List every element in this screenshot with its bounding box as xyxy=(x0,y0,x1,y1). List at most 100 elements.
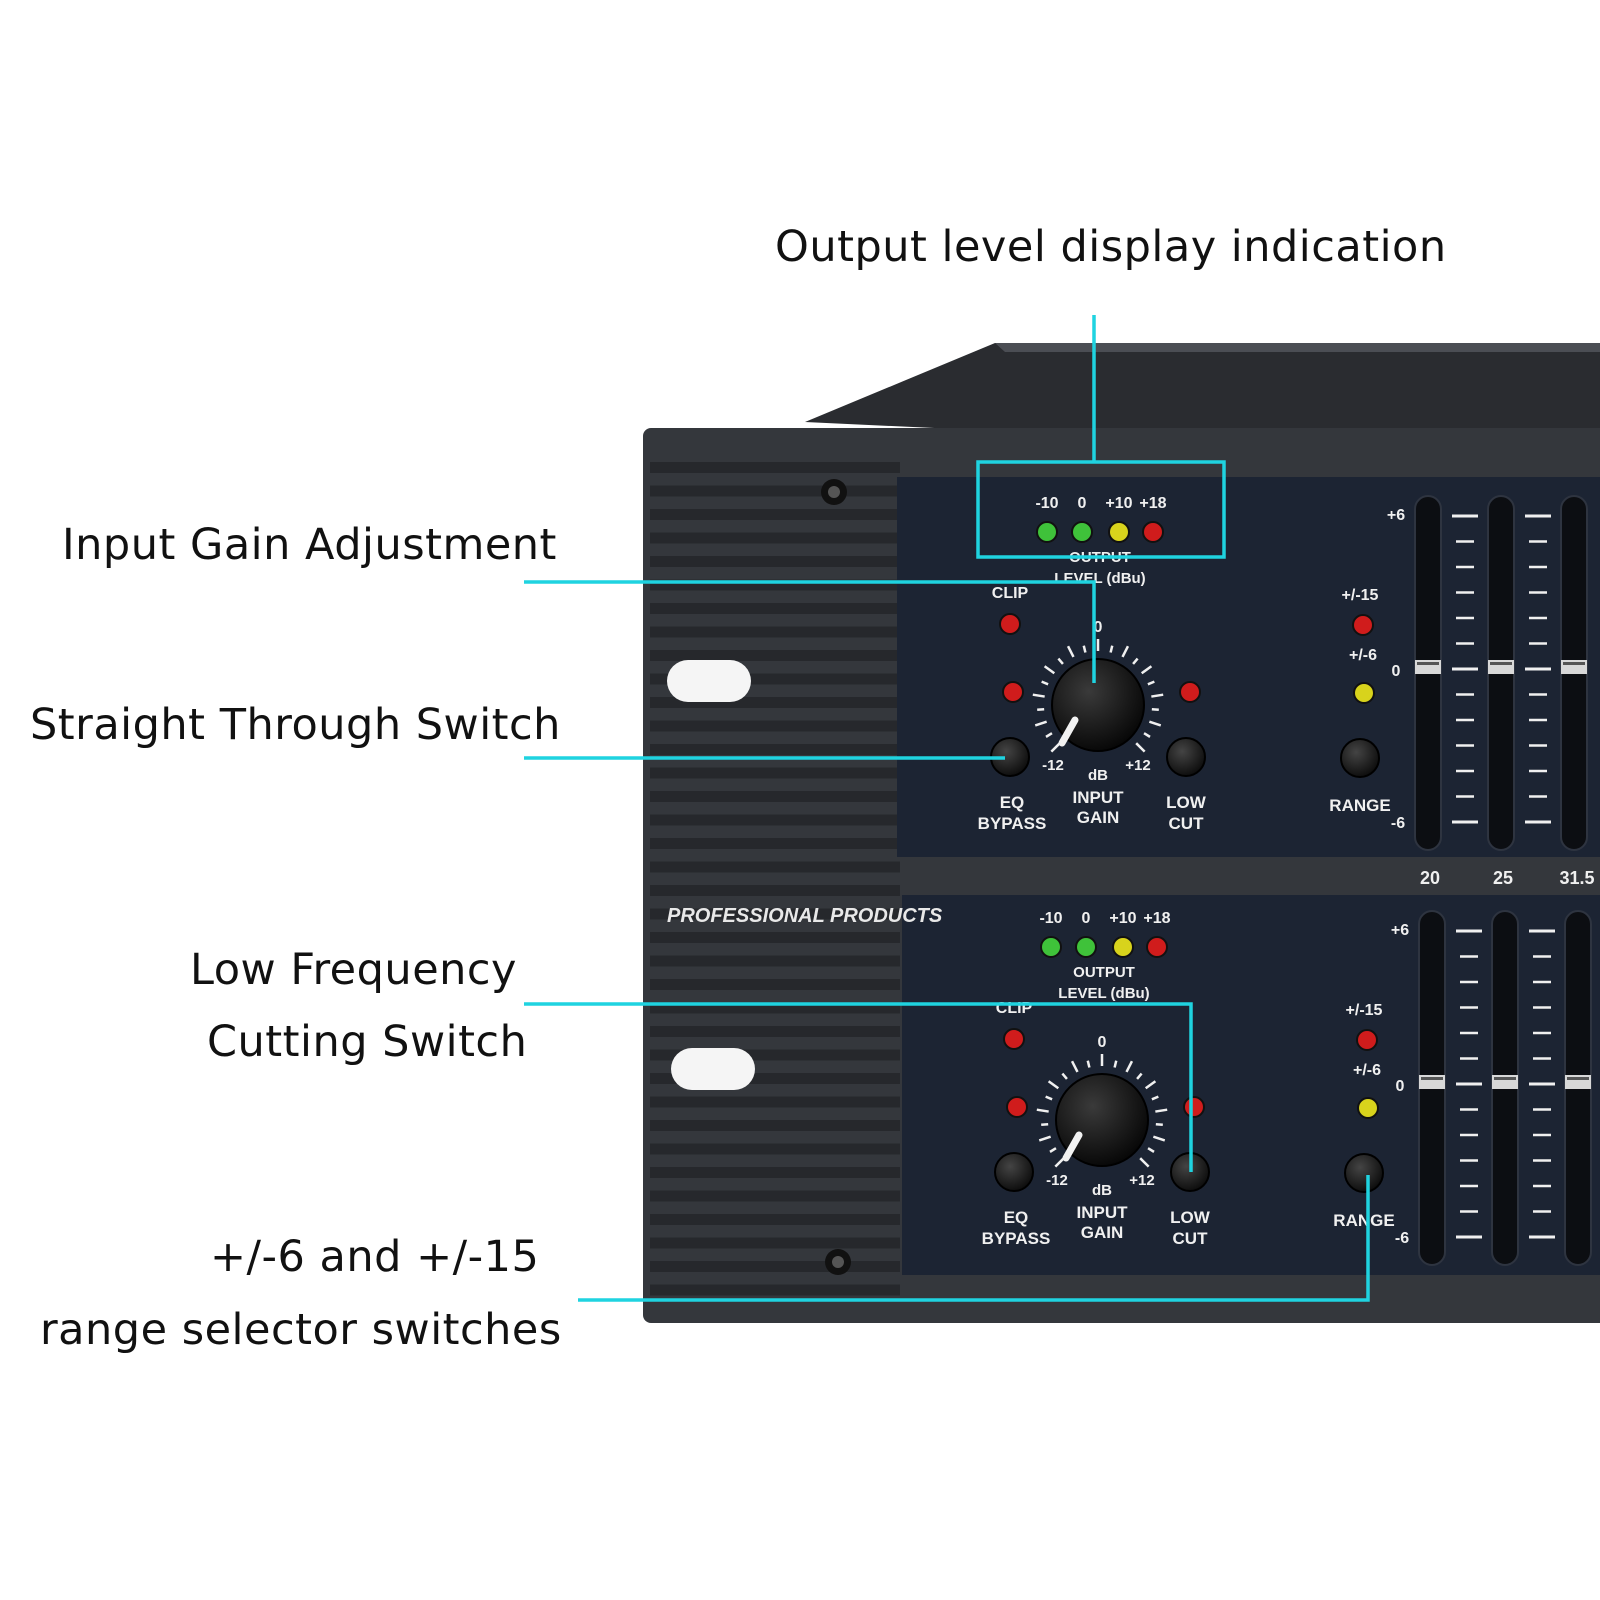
output-led xyxy=(1146,936,1168,958)
knob-tick xyxy=(1143,732,1151,738)
groove xyxy=(650,1284,900,1296)
fader-scale-top: +6 xyxy=(1387,507,1405,524)
groove xyxy=(650,814,900,826)
knob-tick xyxy=(1147,1147,1155,1153)
meter-label: +10 xyxy=(1105,495,1132,512)
knob-tick xyxy=(1041,680,1049,686)
fader-scale-bottom: -6 xyxy=(1395,1230,1409,1247)
knob-pointer xyxy=(1058,716,1079,747)
knob-tick xyxy=(1121,645,1130,658)
channel-panel-bottom xyxy=(902,895,1600,1275)
input-gain-knob xyxy=(1055,1073,1149,1167)
brand-label: PROFESSIONAL PRODUCTS xyxy=(667,905,943,927)
frequency-label: 31.5 xyxy=(1559,868,1594,888)
knob-tick xyxy=(1113,1060,1118,1068)
knob-tick xyxy=(1043,665,1056,675)
meter-title: LEVEL (dBu) xyxy=(1054,570,1145,587)
low-cut-leader xyxy=(524,1002,1193,1172)
fader-cap-line xyxy=(1494,1077,1516,1080)
output-led xyxy=(1108,521,1130,543)
groove xyxy=(650,603,900,614)
knob-tick xyxy=(1140,665,1153,675)
low-cut-label: LOW xyxy=(1166,793,1207,812)
fader-scale-mid: 0 xyxy=(1392,663,1401,680)
knob-tick xyxy=(1136,1072,1143,1080)
knob-tick xyxy=(1135,742,1146,753)
eq-bypass-button xyxy=(994,1152,1034,1192)
groove xyxy=(650,1214,900,1225)
range-15-led xyxy=(1356,1029,1378,1051)
knob-tick xyxy=(1066,645,1075,658)
frequency-label: 25 xyxy=(1493,868,1513,888)
low-cut-callout-line2: Cutting Switch xyxy=(207,1017,528,1067)
fader-cap-line xyxy=(1567,1077,1589,1080)
eq-bypass-label: EQ xyxy=(1000,793,1025,812)
groove xyxy=(650,1167,900,1178)
output-level-highlight-box xyxy=(976,460,1226,559)
range-callout-line1: +/-6 and +/-15 xyxy=(210,1232,540,1282)
knob-tick xyxy=(1125,1060,1134,1073)
callout-lines xyxy=(524,315,1370,1302)
output-level-callout: Output level display indication xyxy=(775,222,1447,272)
knob-tick xyxy=(1144,1080,1157,1090)
clip-led xyxy=(1003,1028,1025,1050)
groove xyxy=(650,767,900,779)
rack-hole-bottom xyxy=(671,1048,755,1090)
rack-ear-grooves xyxy=(650,462,900,1296)
knob-tick xyxy=(1047,1080,1060,1090)
meter-label: -10 xyxy=(1039,910,1062,927)
knob-tick xyxy=(1054,1157,1065,1168)
fader-scale-mid: 0 xyxy=(1396,1078,1405,1095)
meter-label: 0 xyxy=(1078,495,1087,512)
fader-cap-line xyxy=(1490,662,1512,665)
low-cut-label: CUT xyxy=(1173,1229,1209,1248)
knob-min-label: -12 xyxy=(1046,1172,1068,1189)
range-button xyxy=(1344,1153,1384,1193)
groove xyxy=(650,838,900,849)
low-cut-button xyxy=(1166,737,1206,777)
led xyxy=(1002,681,1024,703)
groove xyxy=(650,509,900,520)
groove xyxy=(650,1096,900,1108)
knob-tick xyxy=(1037,707,1045,712)
range-15-label: +/-15 xyxy=(1346,1002,1383,1019)
fader-cap-line xyxy=(1563,662,1585,665)
channel-panel-top xyxy=(897,477,1600,857)
output-led xyxy=(1036,521,1058,543)
knob-tick xyxy=(1070,1060,1079,1073)
knob-label: INPUT xyxy=(1073,788,1125,807)
knob-tick xyxy=(1032,693,1045,698)
screw-bottom xyxy=(825,1249,851,1275)
knob-tick xyxy=(1034,720,1048,727)
fader-scale-top: +6 xyxy=(1391,922,1409,939)
knob-tick xyxy=(1155,1122,1163,1127)
knob-tick xyxy=(1045,732,1053,738)
groove xyxy=(650,1143,900,1155)
output-led xyxy=(1071,521,1093,543)
straight-through-callout: Straight Through Switch xyxy=(30,700,561,750)
led xyxy=(1179,681,1201,703)
knob-tick xyxy=(1049,1147,1057,1153)
groove xyxy=(650,1002,900,1014)
knob-tick xyxy=(1151,707,1159,712)
rack-hole-top xyxy=(667,660,751,702)
meter-title: LEVEL (dBu) xyxy=(1058,985,1149,1002)
knob-unit-label: dB xyxy=(1088,767,1108,784)
groove xyxy=(650,720,900,732)
groove xyxy=(650,556,900,567)
eq-bypass-label: BYPASS xyxy=(982,1229,1051,1248)
knob-tick xyxy=(1082,645,1087,653)
knob-tick xyxy=(1151,693,1164,698)
knob-tick xyxy=(1151,1095,1159,1101)
knob-tick xyxy=(1041,1122,1049,1127)
output-led xyxy=(1142,521,1164,543)
groove xyxy=(650,626,900,638)
groove xyxy=(650,1190,900,1202)
groove xyxy=(650,1049,900,1061)
knob-tick xyxy=(1139,1157,1150,1168)
knob-tick xyxy=(1147,680,1155,686)
groove xyxy=(650,1237,900,1249)
knob-tick xyxy=(1036,1108,1049,1113)
groove xyxy=(650,744,900,755)
